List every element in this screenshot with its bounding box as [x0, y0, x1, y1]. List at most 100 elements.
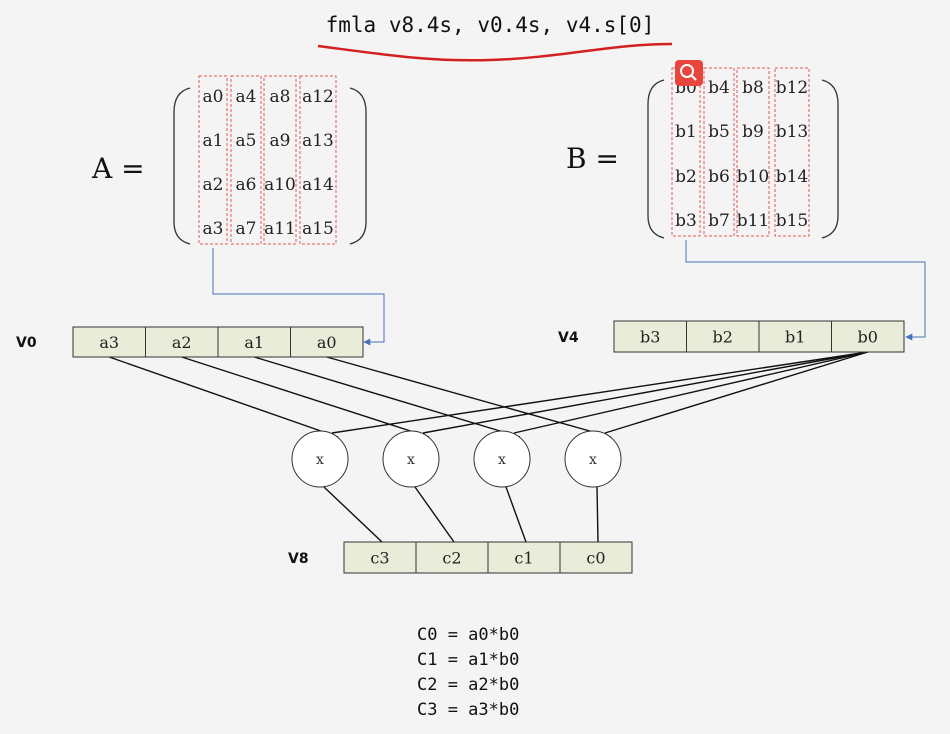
matrix-a-right-bracket: [349, 87, 367, 245]
v4-label: V4: [558, 330, 579, 346]
v8-cell-label: c2: [442, 549, 461, 568]
multiplier-to-v8-wire: [596, 486, 599, 543]
matrix-a-element: a5: [236, 131, 257, 151]
matrix-b-right-bracket: [821, 79, 839, 239]
matrix-a-element: a10: [264, 175, 296, 195]
formula-line: C1 = a1*b0: [417, 650, 519, 670]
multiplier-node: [473, 430, 531, 488]
matrix-a-label: A =: [91, 152, 145, 185]
v8-cell: [415, 541, 489, 574]
v0-cell-label: a2: [172, 333, 192, 352]
matrix-a-element: a13: [302, 131, 334, 151]
multiplier-node: [291, 430, 349, 488]
v0-cell: [290, 326, 364, 358]
multiplier-to-v8-wire: [505, 486, 527, 543]
v8-cell-label: c3: [370, 549, 389, 568]
v0-label: V0: [16, 335, 37, 351]
matrix-a-element: a0: [203, 87, 224, 107]
matrix-a-column-box: [230, 75, 262, 245]
matrix-b-element: b10: [737, 167, 770, 187]
matrix-a-element: a14: [302, 175, 334, 195]
matrix-a-column-box: [299, 75, 337, 245]
wires: [109, 351, 868, 543]
multiplier-node: [382, 430, 440, 488]
matrix-a-element: a2: [203, 175, 224, 195]
matrix-b-element: b9: [742, 122, 764, 142]
matrix-b-element: b12: [776, 78, 809, 98]
matrix-b-element: b6: [708, 167, 730, 187]
formula-list: C0 = a0*b0 C1 = a1*b0 C2 = a2*b0 C3 = a3*b0: [417, 625, 519, 720]
matrix-b-element: b14: [776, 167, 809, 187]
multiplier-to-v8-wire: [414, 486, 455, 543]
v0-to-multiplier-wire: [326, 356, 612, 438]
v8-cell-label: c1: [514, 549, 533, 568]
matrix-b-element: b13: [776, 122, 809, 142]
v4-register: b3 b2 b1 b0: [613, 320, 905, 353]
v4-cell-label: b2: [713, 328, 733, 347]
multiply-symbol: x: [498, 452, 506, 468]
matrix-a-column-box: [198, 75, 228, 245]
multiply-symbol: x: [407, 452, 415, 468]
matrix-b-column-box: [774, 67, 810, 237]
formula-line: C0 = a0*b0: [417, 625, 519, 645]
formula-line: C2 = a2*b0: [417, 675, 519, 695]
matrix-b-element: b5: [708, 122, 730, 142]
matrix-a-element: a7: [236, 219, 257, 239]
matrix-a-element: a8: [270, 87, 291, 107]
a-column-to-v0-arrow: [212, 248, 385, 346]
b0-broadcast-wire: [604, 351, 868, 434]
matrix-b-column-box: [671, 67, 701, 237]
v0-cell-label: a1: [244, 333, 264, 352]
v8-label: V8: [288, 551, 309, 567]
b0-broadcast-wire: [513, 351, 868, 434]
matrix-b-element: b2: [675, 167, 697, 187]
v0-to-multiplier-wire: [109, 356, 339, 438]
matrix-a-element: a3: [203, 219, 224, 239]
matrix-b-element: b7: [708, 211, 730, 231]
matrix-b-column-box: [736, 67, 770, 237]
matrix-b-element: b3: [675, 211, 697, 231]
multiply-symbol: x: [316, 452, 324, 468]
matrix-a-column-box: [263, 75, 297, 245]
formula-line: C3 = a3*b0: [417, 700, 519, 720]
matrix-b-element: b4: [708, 78, 730, 98]
v8-register: c3 c2 c1 c0: [343, 541, 633, 574]
v8-cell: [487, 541, 561, 574]
matrix-b-element: b15: [776, 211, 809, 231]
matrix-b-element: b8: [742, 78, 764, 98]
v8-cell-label: c0: [586, 549, 605, 568]
matrix-a-element: a4: [236, 87, 257, 107]
v0-cell: [145, 326, 219, 358]
matrix-b-label: B =: [566, 142, 619, 175]
instruction-text: fmla v8.4s, v0.4s, v4.s[0]: [326, 13, 655, 37]
v0-to-multiplier-wire: [181, 356, 430, 438]
v4-cell: [686, 320, 760, 353]
matrix-a-element: a6: [236, 175, 257, 195]
v4-cell-label: b0: [858, 328, 878, 347]
matrix-a-element: a11: [264, 219, 296, 239]
matrix-a-element: a9: [270, 131, 291, 151]
v0-cell-label: a0: [317, 333, 337, 352]
multiply-symbol: x: [589, 452, 597, 468]
multiplier-to-v8-wire: [323, 486, 383, 543]
multiplier-node: [564, 430, 622, 488]
matrix-b-element: b1: [675, 122, 697, 142]
b-column-to-v4-arrow: [685, 240, 926, 341]
search-icon[interactable]: [675, 60, 703, 86]
v4-cell-label: b1: [785, 328, 805, 347]
matrix-b-column-box: [703, 67, 735, 237]
matrix-a-left-bracket: [173, 87, 191, 245]
v4-cell: [831, 320, 905, 353]
b0-broadcast-wire: [422, 351, 868, 434]
instruction-underline: [317, 42, 673, 62]
v8-cell: [559, 541, 633, 574]
b0-broadcast-wire: [331, 351, 868, 434]
matrix-b-element: b11: [737, 211, 770, 231]
v4-cell-label: b3: [640, 328, 660, 347]
matrix-a-element: a15: [302, 219, 334, 239]
